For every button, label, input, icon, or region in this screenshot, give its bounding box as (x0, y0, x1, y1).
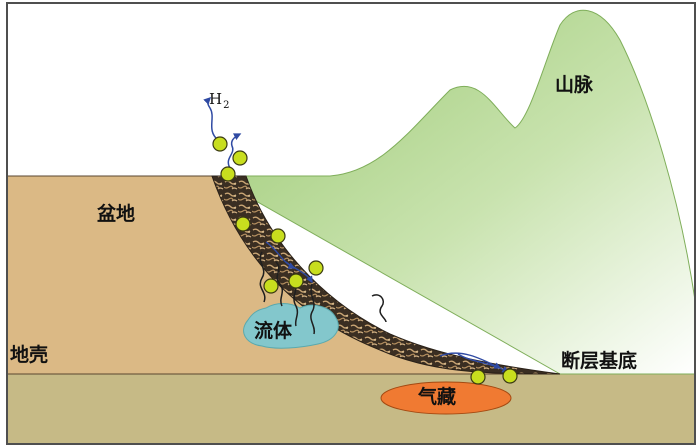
particle (270, 228, 286, 244)
h2-escape-arrows (203, 96, 242, 169)
fault-zone (211, 175, 561, 375)
mountain-range (210, 9, 696, 375)
particle (212, 136, 228, 152)
hydrogen-label: H2 (209, 90, 229, 111)
fluid-label: 流体 (254, 320, 293, 342)
particle (470, 369, 486, 385)
gas-reservoir-ellipse (380, 381, 512, 415)
hydrogen-symbol: H (209, 90, 223, 108)
hydrogen-subscript: 2 (223, 100, 230, 111)
hydrogen-particles (212, 136, 518, 385)
crust-label: 地壳 (10, 344, 49, 366)
particle (220, 166, 236, 182)
mountain-label: 山脉 (555, 74, 594, 96)
particle (235, 216, 251, 232)
gas-reservoir-label: 气藏 (418, 386, 457, 408)
fluid-blob (243, 303, 339, 349)
particle (308, 260, 324, 276)
fault-basement-label: 断层基底 (561, 350, 638, 372)
crust-layer (7, 374, 695, 444)
basin-label: 盆地 (97, 203, 136, 225)
particle (288, 273, 304, 289)
particle (232, 150, 248, 166)
flow-arrows (265, 241, 510, 373)
particle (263, 278, 279, 294)
particle (502, 368, 518, 384)
frame (6, 2, 696, 445)
